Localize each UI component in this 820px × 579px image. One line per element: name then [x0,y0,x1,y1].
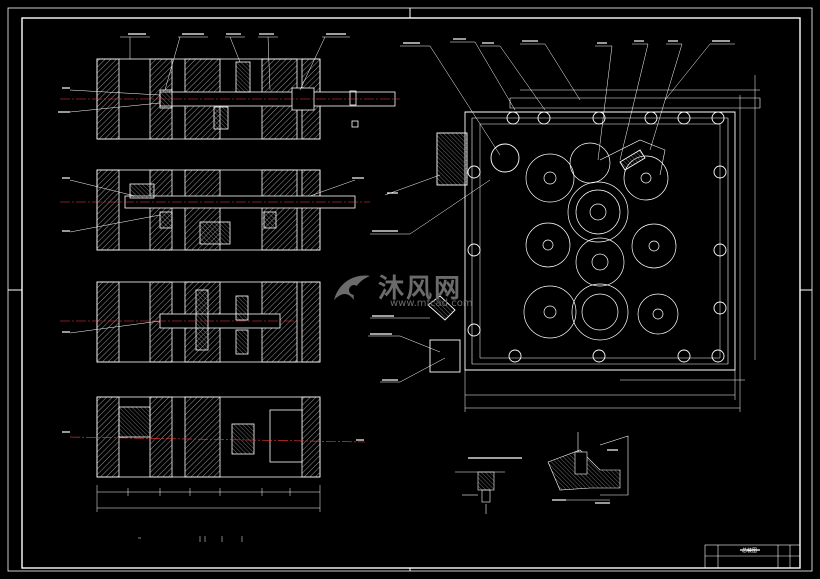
section-view-a [60,58,400,140]
title-block-name: 总装图 [742,548,758,554]
annotation-marks [58,33,760,551]
detail-view-2 [547,432,629,501]
watermark-brand: 沐风网 [378,274,463,304]
gearbox-front-view [427,89,761,373]
section-view-c [60,281,321,363]
section-a-leaders [69,36,350,113]
gear-train [523,142,679,341]
mfcad-logo-icon [334,275,370,300]
bottom-dimension-chain [96,485,321,542]
section-view-b [60,169,370,251]
detail-view-1 [455,471,505,514]
watermark: 沐风网 www.mfcad.com [330,268,500,309]
watermark-url: www.mfcad.com [390,298,473,309]
gearbox-leaders [368,41,735,383]
section-c-leaders [69,320,161,334]
gearbox-dimensions [464,75,756,412]
sheet-border [7,7,813,572]
bolt-holes [467,111,727,363]
section-b-leaders [69,179,356,233]
section-view-d [69,396,366,478]
title-block [704,544,801,569]
